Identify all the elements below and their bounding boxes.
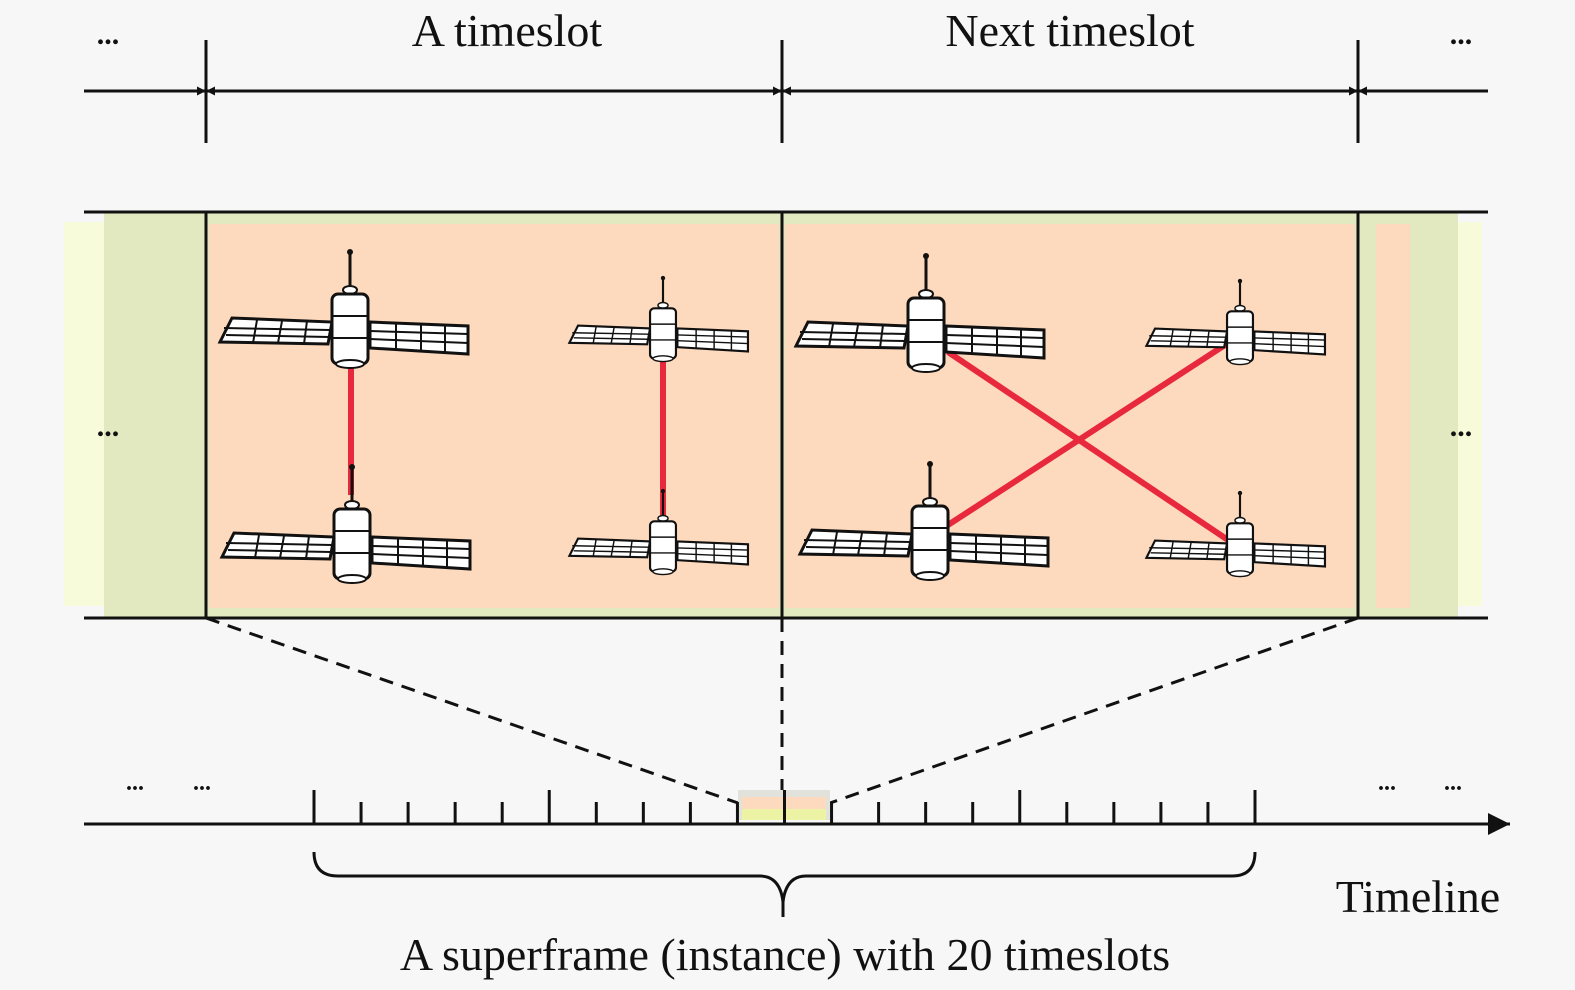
ellipsis-band-right: ... [1450, 410, 1473, 443]
ellipsis-timeline-left-1: ... [126, 770, 144, 796]
isl-link [946, 340, 1230, 528]
projection-line-left [205, 616, 739, 805]
superframe-label: A superframe (instance) with 20 timeslot… [400, 929, 1170, 980]
ellipsis-band-left: ... [97, 410, 120, 443]
superframe-ticks [312, 790, 1257, 824]
left-prev-slot [104, 212, 206, 618]
a-timeslot-label: A timeslot [412, 5, 603, 56]
ellipsis-top-left: ... [97, 18, 120, 51]
timeline: ... ... ... ... Timeline A superframe (i… [84, 770, 1510, 980]
ellipsis-timeline-right-1: ... [1378, 770, 1396, 796]
timeslot-dimension-arrows: A timeslot Next timeslot ... ... [84, 5, 1488, 143]
ellipsis-timeline-right-2: ... [1444, 770, 1462, 796]
projection-line-right [829, 616, 1359, 805]
ellipsis-top-right: ... [1450, 18, 1473, 51]
next-timeslot-label: Next timeslot [945, 5, 1194, 56]
zoom-projection-lines [205, 616, 1359, 820]
ellipsis-timeline-left-2: ... [193, 770, 211, 796]
right-fade-yellow [1458, 222, 1482, 606]
isl-link [946, 349, 1230, 543]
left-fade-yellow [64, 222, 104, 606]
superframe-brace [312, 851, 1257, 903]
timeline-label: Timeline [1336, 871, 1500, 922]
